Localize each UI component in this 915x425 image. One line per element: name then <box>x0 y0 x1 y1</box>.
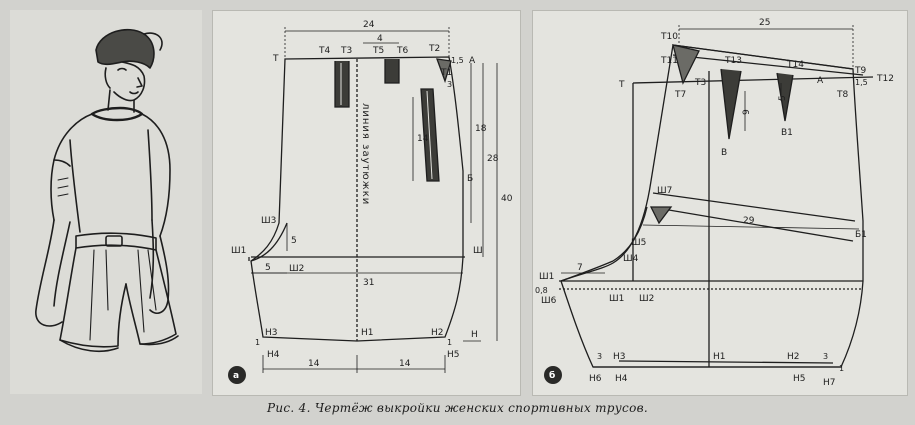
point-T13: Т13 <box>724 56 742 66</box>
pattern-panel-a: 24 4 18 28 40 14 5 5 31 14 14 линия заут… <box>212 10 521 396</box>
point-H4-b: Н4 <box>615 374 628 384</box>
dim-7: 7 <box>577 263 583 273</box>
point-B-b: В <box>721 148 727 158</box>
point-T2: Т2 <box>428 44 440 54</box>
point-T7: Т7 <box>674 90 686 100</box>
dim-top-width-b: 25 <box>759 18 770 28</box>
point-T3: Т3 <box>340 46 352 56</box>
point-Sh1-b: Ш1 <box>539 272 554 282</box>
point-T10: Т10 <box>660 32 678 42</box>
dim-bottom-left-14: 14 <box>308 359 320 369</box>
badge-b: б <box>549 370 555 381</box>
badge-a-icon <box>228 366 246 384</box>
dim-5: 5 <box>778 95 788 101</box>
point-T3-b: Т3 <box>694 78 706 88</box>
dim-bottom-right-14: 14 <box>399 359 411 369</box>
dim-left-5-vertical: 5 <box>291 236 297 246</box>
dim-top-width: 24 <box>363 20 375 30</box>
point-Sh4: Ш4 <box>623 254 639 264</box>
pattern-drawing-a: 24 4 18 28 40 14 5 5 31 14 14 линия заут… <box>228 20 513 384</box>
point-H3: Н3 <box>265 328 278 338</box>
dim-31: 31 <box>363 278 374 288</box>
point-T5: Т5 <box>372 46 384 56</box>
point-3: 3 <box>447 80 452 89</box>
point-B1-b: В1 <box>781 128 793 138</box>
point-1-5: 1,5 <box>451 56 464 65</box>
point-T8: Т8 <box>836 90 848 100</box>
point-Sh7: Ш7 <box>657 186 672 196</box>
point-A-b: А <box>817 76 824 86</box>
dim-1-5: 1,5 <box>855 78 868 87</box>
point-3-left: 3 <box>597 352 602 361</box>
point-T12: Т12 <box>876 74 894 84</box>
point-T6: Т6 <box>396 46 408 56</box>
woman-illustration <box>35 28 179 353</box>
point-H6: Н6 <box>589 374 602 384</box>
point-T4: Т4 <box>318 46 330 56</box>
dim-18: 18 <box>475 124 487 134</box>
point-H1-b: Н1 <box>713 352 726 362</box>
point-H1: Н1 <box>361 328 374 338</box>
point-T14: Т14 <box>786 60 804 70</box>
back-outline <box>560 44 864 368</box>
point-T1: Т1 <box>440 68 452 78</box>
dim-9: 9 <box>742 109 752 115</box>
point-H3-b: Н3 <box>613 352 626 362</box>
point-3-right: 3 <box>823 352 828 361</box>
point-Sh3: Ш3 <box>261 216 276 226</box>
point-1-right: 1 <box>447 338 452 347</box>
point-Sh6: Ш6 <box>541 296 557 306</box>
point-T11: Т11 <box>660 56 678 66</box>
pattern-panel-b: 25 29 7 9 5 1,5 0,8 Т10 Т11 Т13 Т14 Т9 Т… <box>532 10 908 396</box>
crease-label: линия заутюжки <box>360 103 371 205</box>
point-H: Н <box>471 330 478 340</box>
pattern-drawing-b: 25 29 7 9 5 1,5 0,8 Т10 Т11 Т13 Т14 Т9 Т… <box>535 18 894 388</box>
point-H7: Н7 <box>823 378 836 388</box>
illustration-panel <box>10 10 202 394</box>
dim-left-5-horizontal: 5 <box>265 263 271 273</box>
badge-a: а <box>233 371 239 381</box>
point-T-b: Т <box>618 80 625 90</box>
point-T9: Т9 <box>854 66 866 76</box>
point-Sh1: Ш1 <box>231 246 246 256</box>
dim-28: 28 <box>487 154 499 164</box>
point-Sh2-b: Ш2 <box>639 294 654 304</box>
point-T: Т <box>272 54 279 64</box>
front-outline <box>250 56 464 342</box>
point-1-left: 1 <box>255 338 260 347</box>
point-Sh: Ш <box>473 246 483 256</box>
dim-29: 29 <box>743 216 755 226</box>
dim-40: 40 <box>501 194 513 204</box>
badge-b-icon <box>544 366 562 384</box>
figure-caption: Рис. 4. Чертёж выкройки женских спортивн… <box>267 401 648 415</box>
dim-pleat: 4 <box>377 34 383 44</box>
point-H4: Н4 <box>267 350 280 360</box>
point-B1b: Б1 <box>855 230 867 240</box>
point-B: Б <box>467 174 473 184</box>
point-H5: Н5 <box>447 350 460 360</box>
point-H2-b: Н2 <box>787 352 800 362</box>
point-Sh1b: Ш1 <box>609 294 624 304</box>
point-Sh2: Ш2 <box>289 264 304 274</box>
point-A: А <box>469 56 476 66</box>
point-Sh5: Ш5 <box>631 238 646 248</box>
point-H2: Н2 <box>431 328 444 338</box>
dim-14-vertical: 14 <box>417 134 429 144</box>
dim-0-8: 0,8 <box>535 286 548 295</box>
point-H5-b: Н5 <box>793 374 806 384</box>
point-1-b: 1 <box>839 364 844 373</box>
